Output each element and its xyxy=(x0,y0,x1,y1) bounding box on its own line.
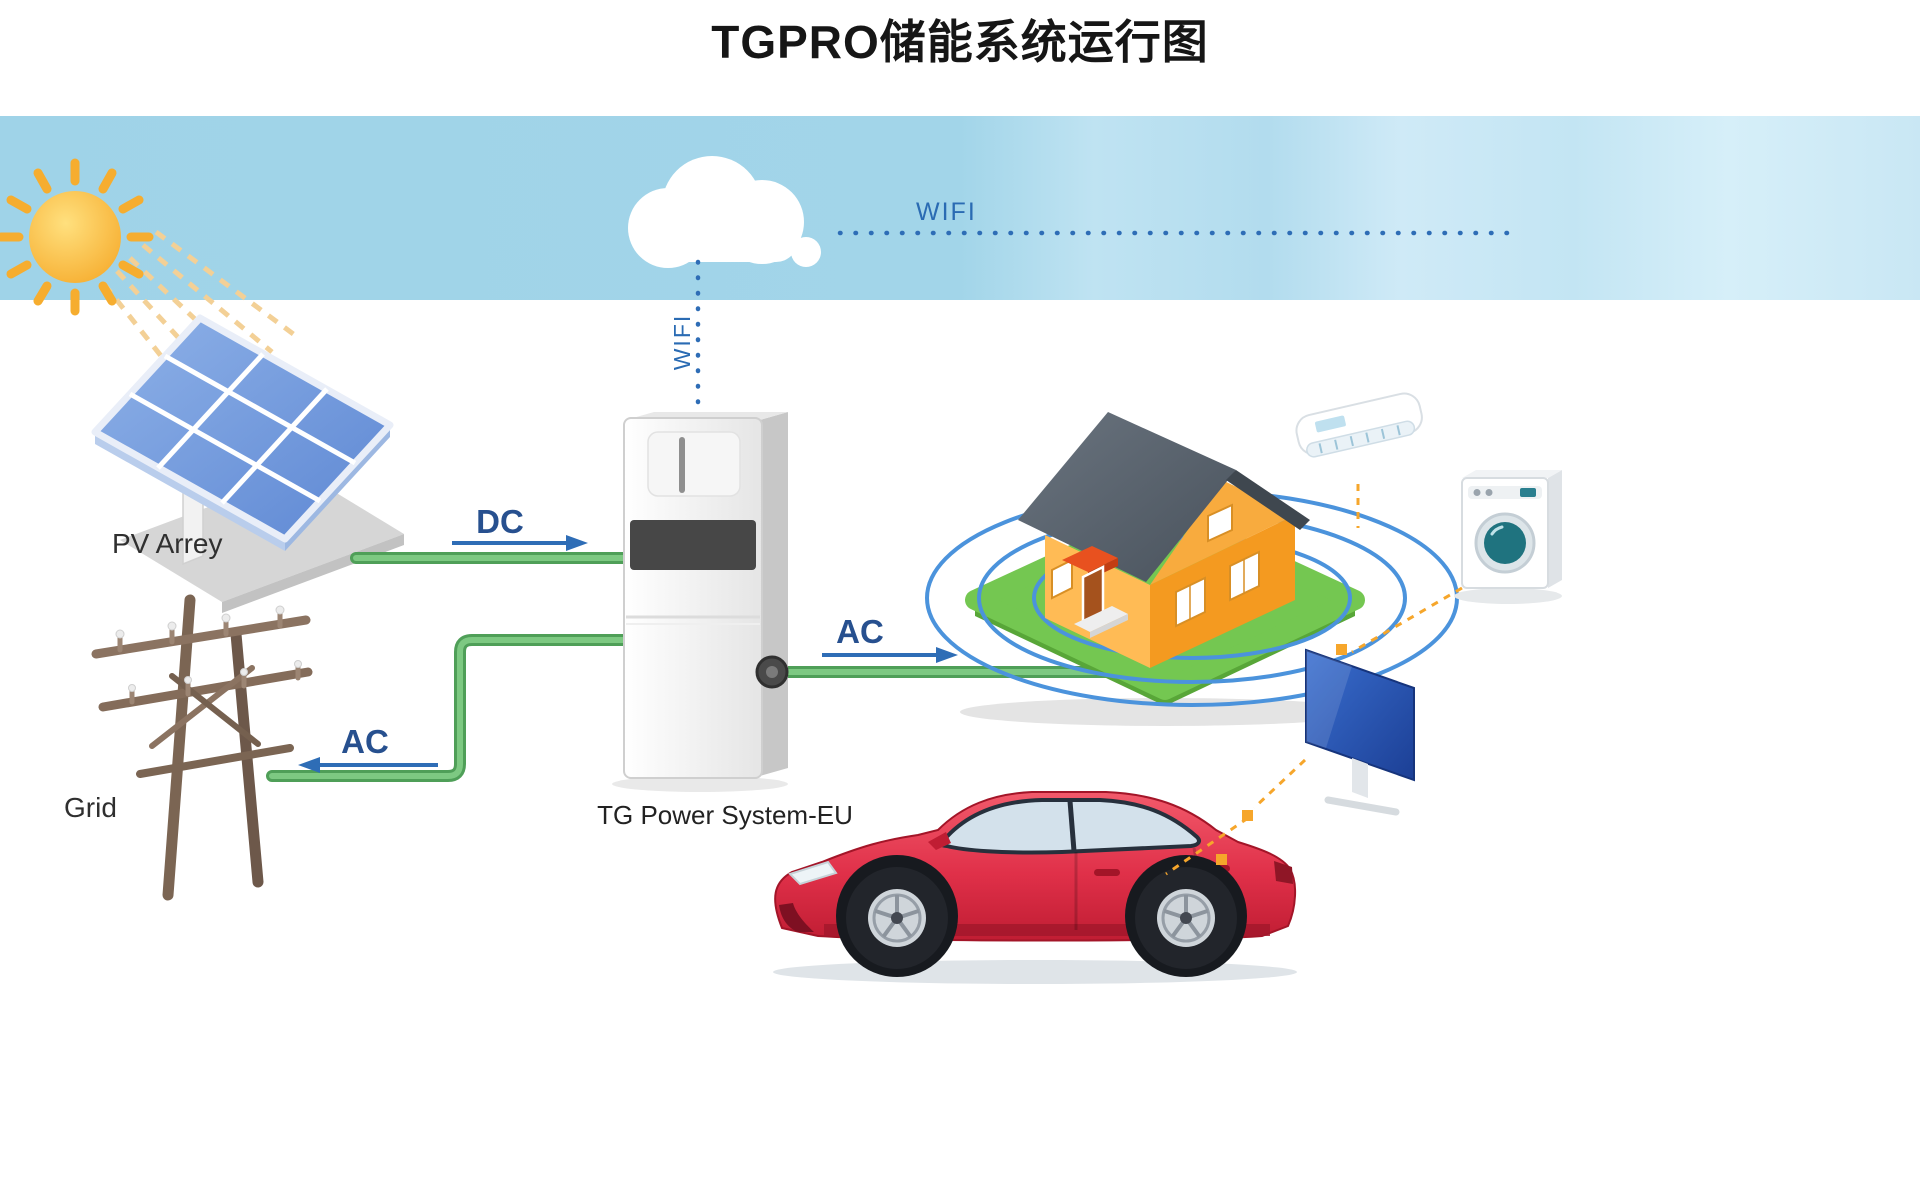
house-icon xyxy=(1018,412,1310,668)
sun-rays xyxy=(0,158,154,316)
tv-screen xyxy=(1305,648,1415,782)
sky-band xyxy=(0,116,1920,300)
pv-array-label: PV Arrey xyxy=(112,528,223,559)
car-mirror xyxy=(928,832,951,850)
ac-house-arrow-head xyxy=(936,647,958,663)
appliance-links xyxy=(1165,484,1463,876)
car-wheel-rear xyxy=(1135,867,1237,969)
house-steps xyxy=(1074,606,1128,632)
grid-label: Grid xyxy=(64,792,117,823)
power-unit-icon xyxy=(612,412,789,792)
car-taillight xyxy=(1274,861,1293,884)
cloud-icon xyxy=(628,156,821,268)
power-unit-label: TG Power System-EU xyxy=(597,800,853,830)
unit-display-panel xyxy=(630,520,756,570)
page-title: TGPRO储能系统运行图 xyxy=(711,16,1209,68)
solar-panel-icon xyxy=(91,314,404,613)
wifi-vertical-label: WIFI xyxy=(669,313,695,371)
dc-flow-label: DC xyxy=(476,503,524,540)
ac-grid-arrow-head xyxy=(298,757,320,773)
house-roof xyxy=(1018,412,1236,582)
aircon-icon xyxy=(1295,392,1423,458)
flow-arrows xyxy=(298,535,958,773)
aircon-display xyxy=(1314,415,1346,433)
wifi-horizontal-label: WIFI xyxy=(916,198,977,226)
appliance-link-nodes xyxy=(1216,644,1347,865)
pv-cell-grid xyxy=(128,352,357,505)
utility-pole-icon xyxy=(91,594,313,901)
wifi-dotted-lines xyxy=(695,230,1517,409)
car-icon xyxy=(773,791,1297,984)
sun-icon xyxy=(0,158,298,402)
ac-grid-flow-label: AC xyxy=(341,723,389,760)
washing-machine-icon xyxy=(1454,470,1562,604)
power-wires xyxy=(266,552,1124,782)
car-headlight xyxy=(788,860,838,886)
tv-stand xyxy=(1352,758,1368,798)
house-awning xyxy=(1062,546,1118,572)
dc-arrow-head xyxy=(566,535,588,551)
car-wheel-front xyxy=(846,867,948,969)
ac-house-flow-label: AC xyxy=(836,613,884,650)
sun-disc xyxy=(29,191,121,283)
tv-icon xyxy=(1305,648,1415,816)
